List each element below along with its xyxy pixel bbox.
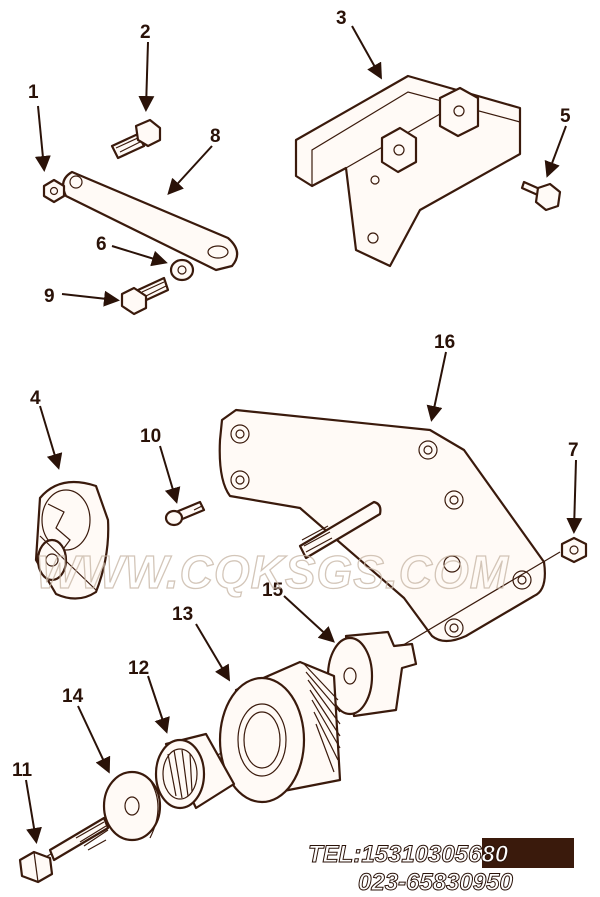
grooved-pulley-part bbox=[218, 660, 342, 804]
hex-bolt-part bbox=[120, 276, 170, 316]
needle-bearing-part bbox=[154, 732, 236, 810]
callout-1: 1 bbox=[28, 82, 39, 103]
callout-16: 16 bbox=[434, 332, 455, 353]
mounting-pin-part bbox=[298, 500, 382, 560]
flange-nut-part bbox=[560, 536, 588, 564]
long-cap-screw-part bbox=[18, 816, 110, 884]
callout-5: 5 bbox=[560, 106, 571, 127]
mounting-plate-part bbox=[218, 408, 546, 643]
mounting-bracket-part bbox=[294, 74, 522, 268]
callout-labels: 1 2 3 4 5 6 7 8 9 10 11 12 13 14 15 16 bbox=[12, 8, 579, 781]
thrust-washer-part bbox=[102, 770, 162, 842]
contact-phone: 023-65830950 bbox=[358, 869, 513, 896]
callout-14: 14 bbox=[62, 686, 84, 707]
pulley-hub-part bbox=[326, 630, 418, 718]
cap-screw-part bbox=[110, 118, 162, 160]
link-bar-part bbox=[61, 170, 239, 272]
washer-part bbox=[169, 258, 195, 282]
socket-screw-part bbox=[164, 500, 206, 527]
footer-badge bbox=[482, 838, 574, 868]
callout-8: 8 bbox=[210, 126, 221, 147]
callout-13: 13 bbox=[172, 604, 193, 625]
hex-nut-part bbox=[42, 178, 66, 204]
callout-6: 6 bbox=[96, 234, 107, 255]
small-cap-screw-part bbox=[520, 180, 562, 212]
callout-7: 7 bbox=[568, 440, 579, 461]
callout-15: 15 bbox=[262, 580, 284, 601]
callout-4: 4 bbox=[30, 388, 41, 409]
belt-tensioner-part bbox=[34, 480, 110, 600]
contact-tel: TEL:15310305680 bbox=[308, 841, 509, 868]
callout-12: 12 bbox=[128, 658, 149, 679]
callout-9: 9 bbox=[44, 286, 55, 307]
watermark-text: WWW.CQKSGS.COM bbox=[36, 546, 510, 598]
callout-2: 2 bbox=[140, 22, 151, 43]
callout-11: 11 bbox=[12, 760, 33, 781]
callout-10: 10 bbox=[140, 426, 161, 447]
leader-arrows bbox=[25, 25, 583, 844]
callout-3: 3 bbox=[336, 8, 347, 29]
